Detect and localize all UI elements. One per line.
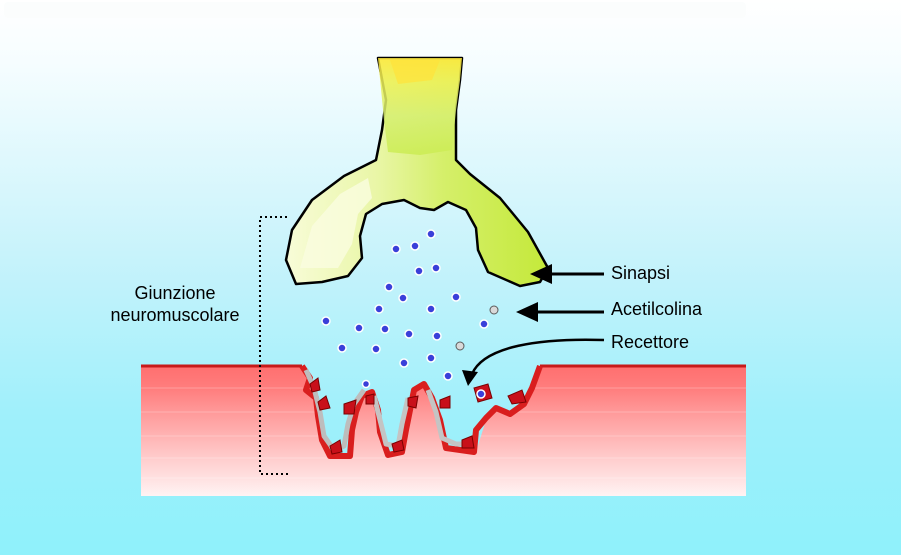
acetylcholine-vesicles — [321, 229, 489, 399]
synaptic-folds — [299, 364, 543, 459]
synapse-arrow — [530, 264, 604, 284]
nerve-terminal — [284, 56, 550, 288]
junction-label-line2: neuromuscolare — [110, 305, 240, 325]
top-panel — [4, 2, 746, 18]
receptor-label: Recettore — [611, 332, 690, 352]
receptor-arrow — [462, 338, 605, 386]
junction-bracket — [259, 216, 290, 475]
junction-label: Giunzione neuromuscolare — [95, 282, 255, 326]
acetylcholine-label: Acetilcolina — [611, 299, 703, 319]
muscle-fiber — [141, 364, 746, 496]
synapse-label: Sinapsi — [611, 263, 671, 283]
acetylcholine-highlight — [455, 305, 499, 351]
acetylcholine-arrow — [516, 302, 604, 322]
junction-label-line1: Giunzione — [134, 283, 216, 303]
